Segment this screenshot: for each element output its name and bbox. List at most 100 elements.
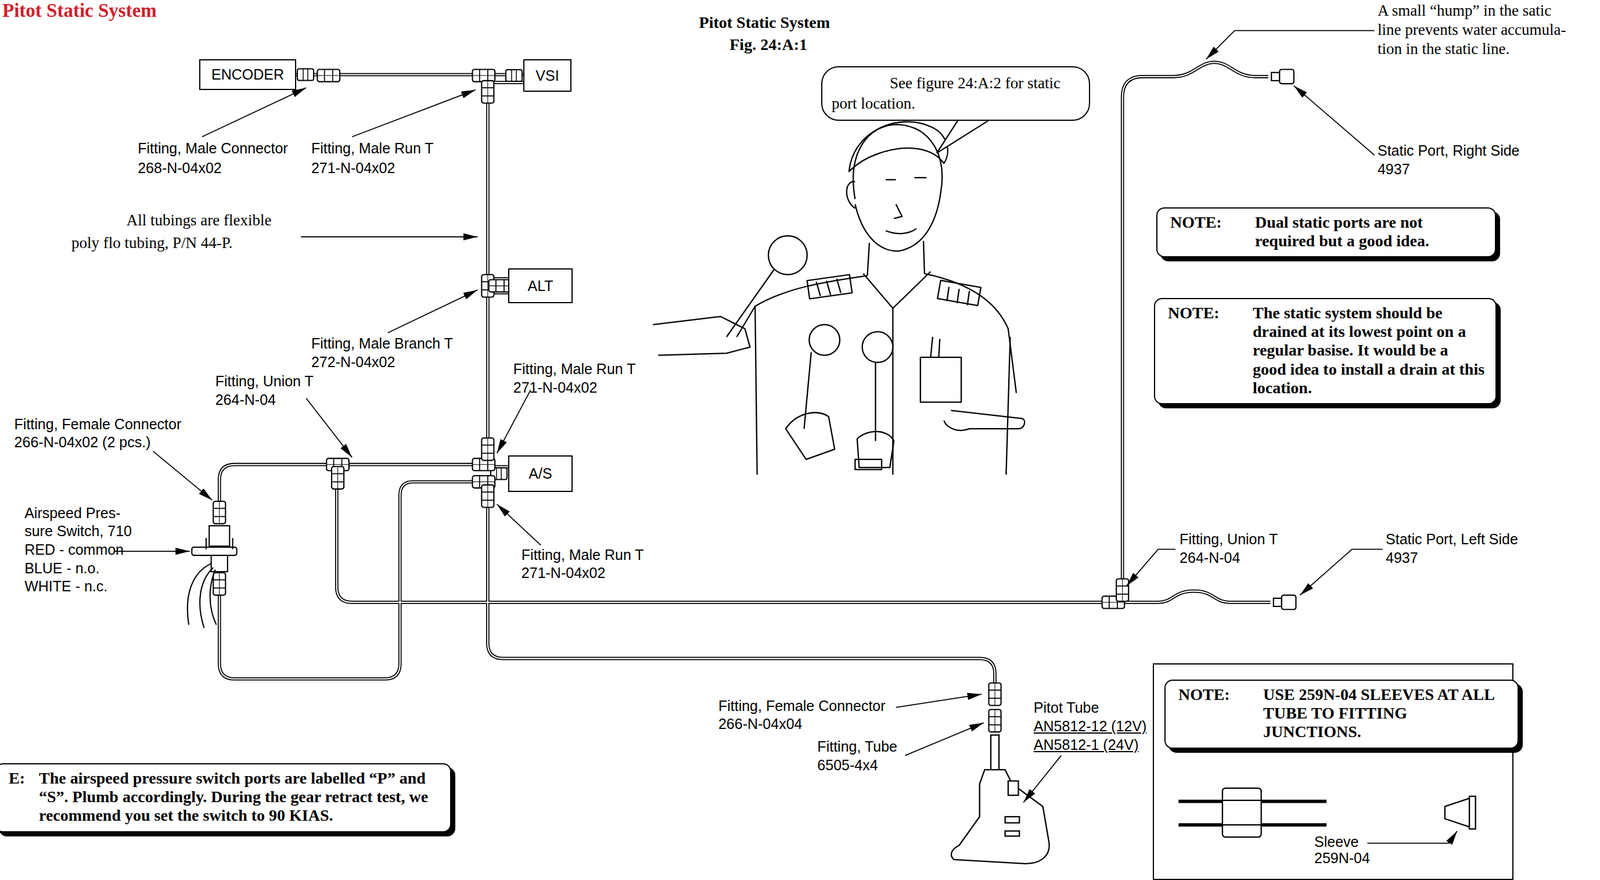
fittings-part <box>317 69 340 82</box>
instrument-box: A/S <box>508 455 573 492</box>
node-text: Sleeve 259N-04 <box>1314 833 1379 866</box>
leader-lines-part <box>1293 85 1375 156</box>
fittings-part <box>481 484 494 508</box>
fitting-nut <box>515 69 517 82</box>
part-label: 266-N-04x04 <box>718 716 803 733</box>
part-label: WHITE - n.c. <box>24 578 108 595</box>
pressure-switch-part <box>191 547 237 556</box>
tube-outline <box>487 82 524 279</box>
part-label: 264-N-04 <box>215 392 276 409</box>
fitting-nut <box>307 69 309 81</box>
note-heading: NOTE: <box>1178 685 1264 704</box>
leader-lines-part <box>153 451 213 501</box>
leader-lines-part <box>497 504 542 545</box>
tubing-part <box>219 62 1327 825</box>
leader-lines-part <box>202 87 307 137</box>
part-label: 271-N-04x02 <box>311 160 396 177</box>
tubing-part-part <box>336 477 1103 603</box>
pressure-switch-part <box>187 563 212 625</box>
sleeve-figure-part <box>1222 788 1262 837</box>
part-label: Airspeed Pres- <box>24 505 121 522</box>
node-text: See figure 24:A:2 for static port locati… <box>831 73 1080 114</box>
node-text: ENCODER <box>211 66 284 84</box>
box-fittings <box>297 69 523 480</box>
part-label: A small “hump” in the satic <box>1377 2 1552 20</box>
fittings-part <box>989 709 1002 732</box>
part-label: Fitting, Union T <box>215 373 314 390</box>
part-label: Fitting, Male Branch T <box>311 335 453 352</box>
part-label: All tubings are flexible <box>126 211 272 230</box>
part-label: RED - common <box>24 541 124 559</box>
part-label: 4937 <box>1385 549 1419 567</box>
sleeve-figure-part <box>1222 824 1262 826</box>
static-ports-part <box>1279 69 1294 85</box>
leader-lines-part <box>1206 30 1375 60</box>
leader-lines-part <box>351 90 476 138</box>
fittings-part <box>331 466 344 490</box>
leader-lines-part <box>904 722 984 755</box>
part-label: Static Port, Left Side <box>1385 531 1519 548</box>
fitting <box>297 69 314 81</box>
sleeve-figure-part <box>1222 799 1262 801</box>
bubble-tail-part <box>936 118 992 154</box>
note-box: NOTE:The static system should be drained… <box>1153 297 1497 405</box>
fittings-part <box>989 682 1002 706</box>
tube-bore <box>487 82 524 279</box>
fittings-part <box>481 80 494 104</box>
pitot-tube-part <box>1008 781 1019 796</box>
detail-frame: Sleeve 259N-04NOTE:USE 259N-04 SLEEVES A… <box>1152 663 1514 880</box>
pilot-figure-part <box>809 324 840 356</box>
pilot-figure-part <box>785 412 835 459</box>
node-text: VSI <box>535 67 559 85</box>
static-ports-part <box>1281 595 1297 610</box>
pilot-figure-part <box>804 351 812 429</box>
pilot-figure <box>652 121 1025 476</box>
node-text: A/S <box>528 465 552 483</box>
note-body: The static system should be drained at i… <box>1252 303 1486 398</box>
pilot-figure-part <box>726 267 776 337</box>
pilot-figure-part <box>854 459 882 470</box>
part-label: Fitting, Female Connector <box>718 698 886 715</box>
part-label: AN5812-1 (24V) <box>1033 736 1139 754</box>
pilot-figure-part <box>652 316 750 356</box>
bubble-tail <box>936 118 992 154</box>
fitting-nut <box>302 69 304 81</box>
instrument-box: ENCODER <box>199 59 297 91</box>
leader-lines-part <box>1367 831 1458 844</box>
pressure-switch-part <box>210 569 217 625</box>
fittings <box>213 69 1129 733</box>
pilot-figure-part <box>867 241 924 276</box>
part-label: Fitting, Male Run T <box>513 361 636 378</box>
part-label: AN5812-12 (12V) <box>1033 718 1148 735</box>
tubing-part-part <box>349 464 476 466</box>
leader-lines-part <box>306 397 352 458</box>
pilot-figure-part <box>874 362 876 441</box>
part-label: poly flo tubing, P/N 44-P. <box>71 234 233 253</box>
tube-connector <box>487 82 524 279</box>
leader-lines-part <box>1023 755 1062 803</box>
pilot-figure-part <box>807 274 852 300</box>
pitot-tube <box>951 734 1050 864</box>
tubing-part-part <box>487 500 995 684</box>
fittings-part <box>213 501 226 524</box>
tubing-part-part <box>1124 591 1271 603</box>
leader-lines-part <box>497 389 531 453</box>
node-text: ALT <box>527 277 554 295</box>
leader-lines-part <box>896 694 983 708</box>
part-label: Fitting, Tube <box>817 738 898 755</box>
part-label: 271-N-04x02 <box>513 379 598 397</box>
fittings-part <box>472 69 495 82</box>
fittings-part <box>213 572 226 596</box>
note-body: Dual static ports are not required but a… <box>1255 213 1485 251</box>
part-label: 272-N-04x02 <box>311 354 396 371</box>
part-label: BLUE - n.o. <box>24 560 100 577</box>
pressure-switch-part <box>209 525 230 546</box>
part-label: 4937 <box>1377 161 1411 178</box>
part-label: sure Switch, 710 <box>24 523 132 540</box>
note-heading: NOTE: <box>1167 303 1253 323</box>
part-label: Pitot Static System <box>699 13 831 32</box>
pilot-figure-part <box>924 273 1017 394</box>
tubing-part-part <box>219 482 476 679</box>
tubing-part-part <box>336 477 1103 603</box>
